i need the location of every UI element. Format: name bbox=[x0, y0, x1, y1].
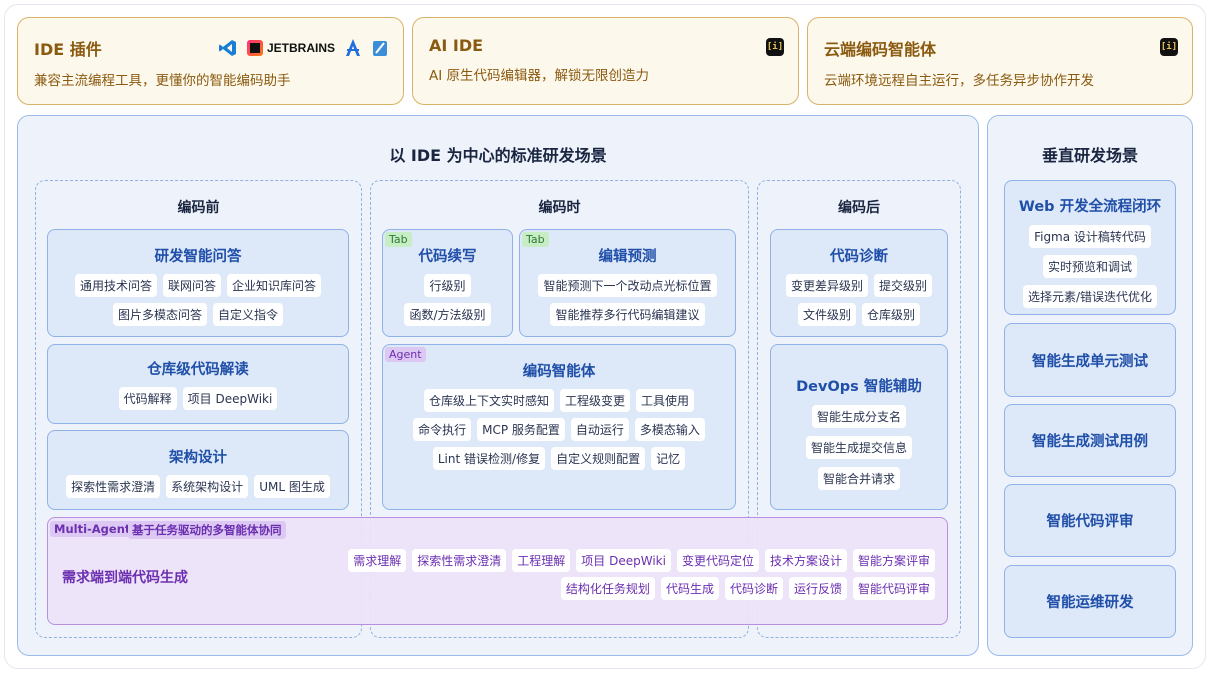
chip: 系统架构设计 bbox=[166, 475, 249, 498]
box-coding-agent: Agent 编码智能体 仓库级上下文实时感知 工程级变更 工具使用 命令执行 M… bbox=[382, 344, 736, 510]
product-card-ai-ide: AI IDE AI 原生代码编辑器，解锁无限创造力 [i] bbox=[412, 17, 799, 105]
chip: 企业知识库问答 bbox=[227, 274, 322, 297]
chip: 工具使用 bbox=[636, 389, 695, 412]
chip: 工程理解 bbox=[512, 549, 571, 572]
chip: 实时预览和调试 bbox=[1042, 255, 1137, 278]
chip: 文件级别 bbox=[797, 303, 856, 326]
product-title: AI IDE bbox=[429, 36, 484, 55]
box-title: Web 开发全流程闭环 bbox=[1018, 199, 1162, 215]
chip: 仓库级别 bbox=[862, 303, 921, 326]
vscode-icon bbox=[218, 40, 236, 56]
tab-tag: Tab bbox=[522, 232, 549, 247]
chip: 探索性需求澄清 bbox=[412, 549, 507, 572]
box-title: 代码续写 bbox=[418, 249, 477, 265]
multi-agent-title: 需求端到端代码生成 bbox=[62, 570, 188, 586]
chip: 智能推荐多行代码编辑建议 bbox=[550, 303, 705, 326]
multi-agent-subtag: 基于任务驱动的多智能体协同 bbox=[128, 521, 286, 539]
agent-tag: Agent bbox=[385, 347, 426, 362]
chip: 结构化任务规划 bbox=[560, 577, 655, 600]
chip: 智能预测下一个改动点光标位置 bbox=[538, 274, 717, 297]
box-title: 编辑预测 bbox=[598, 249, 657, 265]
column-title: 编码时 bbox=[538, 200, 581, 216]
chip: UML 图生成 bbox=[254, 475, 330, 498]
chip: MCP 服务配置 bbox=[477, 418, 565, 441]
chip: 函数/方法级别 bbox=[404, 303, 491, 326]
panel-title: 垂直研发场景 bbox=[1041, 146, 1138, 165]
box-architecture-design: 架构设计 探索性需求澄清 系统架构设计 UML 图生成 bbox=[47, 430, 349, 510]
xcode-icon bbox=[346, 39, 360, 56]
vertical-scenario-panel: 垂直研发场景 Web 开发全流程闭环 Figma 设计稿转代码 实时预览和调试 … bbox=[987, 115, 1193, 656]
box-web-dev-loop: Web 开发全流程闭环 Figma 设计稿转代码 实时预览和调试 选择元素/错误… bbox=[1004, 180, 1176, 315]
chip: 需求理解 bbox=[348, 549, 407, 572]
multi-agent-tag: Multi-Agent bbox=[50, 521, 135, 537]
chip: 智能代码评审 bbox=[852, 577, 935, 600]
product-card-ide-plugin: IDE 插件 兼容主流编程工具，更懂你的智能编码助手 JETBRAINS bbox=[17, 17, 404, 105]
chip: 代码诊断 bbox=[724, 577, 783, 600]
jetbrains-icon: JETBRAINS bbox=[246, 40, 335, 56]
chip: 智能生成分支名 bbox=[811, 405, 906, 428]
multi-agent-box: Multi-Agent 基于任务驱动的多智能体协同 需求端到端代码生成 需求理解… bbox=[47, 517, 948, 625]
chip: 仓库级上下文实时感知 bbox=[423, 389, 554, 412]
chip: 运行反馈 bbox=[788, 577, 847, 600]
chip: 自定义指令 bbox=[213, 303, 284, 326]
chip: 通用技术问答 bbox=[74, 274, 157, 297]
chip: 智能合并请求 bbox=[817, 467, 900, 490]
chip: 代码生成 bbox=[660, 577, 719, 600]
column-title: 编码后 bbox=[838, 200, 880, 216]
product-desc: AI 原生代码编辑器，解锁无限创造力 bbox=[429, 68, 650, 84]
chip: 图片多模态问答 bbox=[112, 303, 207, 326]
column-after-coding: 编码后 bbox=[757, 180, 961, 638]
chip: 记忆 bbox=[651, 447, 686, 470]
chip: 项目 DeepWiki bbox=[576, 549, 671, 572]
chip: 智能方案评审 bbox=[852, 549, 935, 572]
chip: 提交级别 bbox=[874, 274, 933, 297]
tab-tag: Tab bbox=[385, 232, 412, 247]
chip: 变更代码定位 bbox=[676, 549, 759, 572]
product-desc: 兼容主流编程工具，更懂你的智能编码助手 bbox=[34, 73, 291, 89]
box-title: 架构设计 bbox=[169, 450, 227, 466]
chip: 自定义规则配置 bbox=[551, 447, 646, 470]
box-test-case-gen: 智能生成测试用例 bbox=[1004, 404, 1176, 477]
box-title: 代码诊断 bbox=[830, 249, 888, 265]
box-code-diagnosis: 代码诊断 变更差异级别 提交级别 文件级别 仓库级别 bbox=[770, 229, 948, 337]
chip: 命令执行 bbox=[413, 418, 472, 441]
chip: 多模态输入 bbox=[634, 418, 705, 441]
chip: 选择元素/错误迭代优化 bbox=[1022, 285, 1158, 308]
visual-studio-icon bbox=[373, 41, 387, 56]
chip: 联网问答 bbox=[162, 274, 221, 297]
app-logo-icon: [i] bbox=[766, 38, 784, 56]
box-ops-dev: 智能运维研发 bbox=[1004, 565, 1176, 638]
product-card-cloud-agent: 云端编码智能体 云端环境远程自主运行，多任务异步协作开发 [i] bbox=[807, 17, 1193, 105]
box-title: 研发智能问答 bbox=[154, 249, 242, 265]
box-code-review: 智能代码评审 bbox=[1004, 484, 1176, 557]
box-unit-test-gen: 智能生成单元测试 bbox=[1004, 323, 1176, 397]
box-devops-assist: DevOps 智能辅助 智能生成分支名 智能生成提交信息 智能合并请求 bbox=[770, 344, 948, 510]
chip: 自动运行 bbox=[570, 418, 629, 441]
chip: Figma 设计稿转代码 bbox=[1029, 225, 1151, 248]
chip: 技术方案设计 bbox=[764, 549, 847, 572]
box-code-completion: Tab 代码续写 行级别 函数/方法级别 bbox=[382, 229, 513, 337]
box-edit-prediction: Tab 编辑预测 智能预测下一个改动点光标位置 智能推荐多行代码编辑建议 bbox=[519, 229, 736, 337]
chip: 变更差异级别 bbox=[785, 274, 868, 297]
box-rd-qa: 研发智能问答 通用技术问答 联网问答 企业知识库问答 图片多模态问答 自定义指令 bbox=[47, 229, 349, 337]
panel-title: 以 IDE 为中心的标准研发场景 bbox=[389, 146, 607, 165]
box-title: 仓库级代码解读 bbox=[147, 362, 249, 378]
column-during-coding: 编码时 bbox=[370, 180, 749, 638]
chip: 项目 DeepWiki bbox=[182, 387, 278, 410]
app-logo-icon: [i] bbox=[1160, 38, 1178, 56]
chip: 行级别 bbox=[424, 274, 471, 297]
column-title: 编码前 bbox=[177, 200, 220, 216]
chip: 探索性需求澄清 bbox=[66, 475, 161, 498]
product-desc: 云端环境远程自主运行，多任务异步协作开发 bbox=[824, 73, 1094, 89]
box-repo-code-reading: 仓库级代码解读 代码解释 项目 DeepWiki bbox=[47, 344, 349, 424]
chip: 智能生成提交信息 bbox=[805, 436, 912, 459]
chip: 代码解释 bbox=[118, 387, 177, 410]
column-before-coding: 编码前 bbox=[35, 180, 362, 638]
product-title: 云端编码智能体 bbox=[824, 40, 937, 59]
product-title: IDE 插件 bbox=[34, 40, 102, 59]
chip: 工程级变更 bbox=[559, 389, 630, 412]
box-title: DevOps 智能辅助 bbox=[796, 379, 922, 395]
box-title: 编码智能体 bbox=[522, 364, 596, 380]
chip: Lint 错误检测/修复 bbox=[432, 447, 546, 470]
